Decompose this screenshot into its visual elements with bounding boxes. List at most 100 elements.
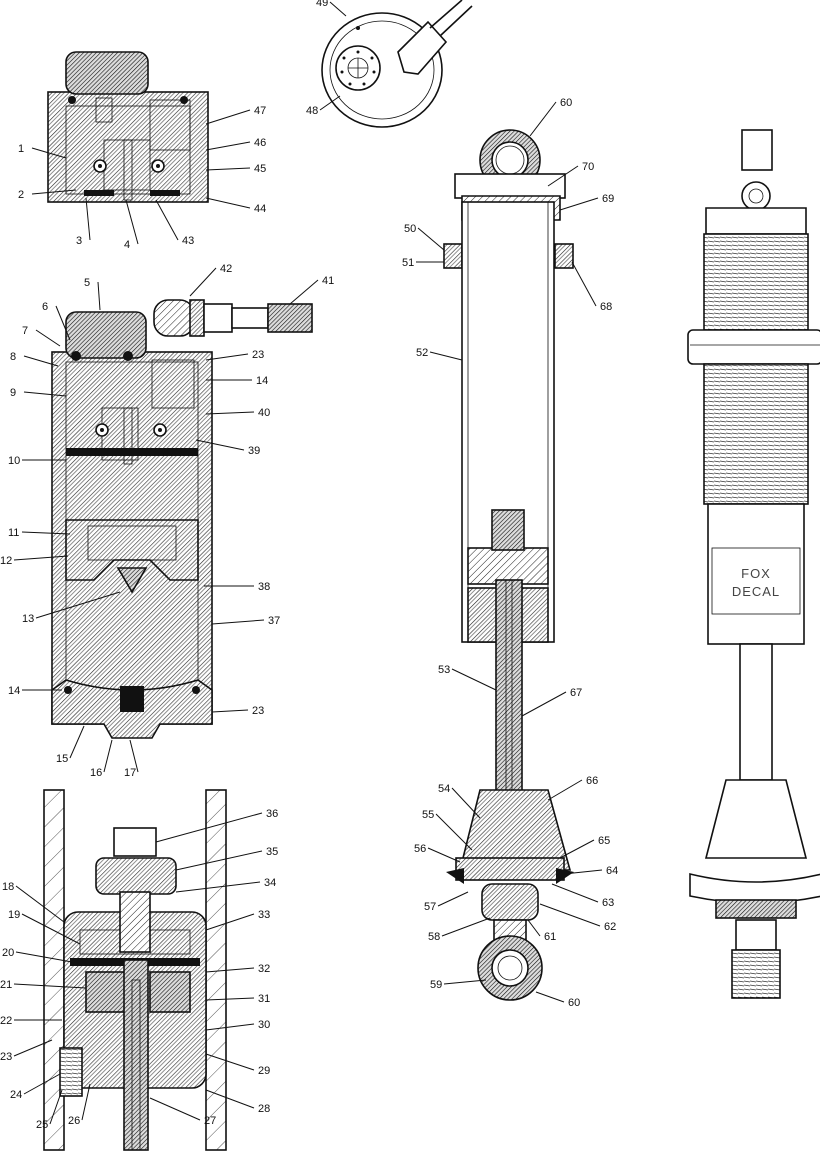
callout-5: 5 [84, 277, 90, 289]
leader-line [13, 1039, 53, 1057]
callout-12: 12 [0, 555, 12, 567]
callout-23: 23 [252, 349, 264, 361]
leader-line [205, 997, 255, 1001]
leader-line [23, 1073, 61, 1095]
callout-69: 69 [602, 193, 614, 205]
callout-29: 29 [258, 1065, 270, 1077]
leader-line [23, 355, 59, 367]
callout-28: 28 [258, 1103, 270, 1115]
callout-4: 4 [124, 239, 130, 251]
leader-line [149, 1097, 201, 1121]
callout-63: 63 [602, 897, 614, 909]
callout-43: 43 [182, 235, 194, 247]
callout-51: 51 [402, 257, 414, 269]
callout-39: 39 [248, 445, 260, 457]
callout-47: 47 [254, 105, 266, 117]
callout-55: 55 [422, 809, 434, 821]
callout-61: 61 [544, 931, 556, 943]
callout-7: 7 [22, 325, 28, 337]
callout-66: 66 [586, 775, 598, 787]
leader-line [21, 531, 71, 535]
callout-36: 36 [266, 808, 278, 820]
callout-11: 11 [8, 527, 19, 539]
callout-44: 44 [254, 203, 266, 215]
callout-68: 68 [600, 301, 612, 313]
leader-line [521, 691, 567, 717]
callout-14: 14 [8, 685, 20, 697]
leader-line [435, 813, 473, 851]
callout-23: 23 [0, 1051, 12, 1063]
callout-2: 2 [18, 189, 24, 201]
leader-line [35, 329, 61, 347]
leader-line [205, 109, 251, 125]
shock-body-section [443, 129, 574, 1001]
leader-line [205, 1089, 255, 1109]
callout-50: 50 [404, 223, 416, 235]
leader-line [103, 739, 113, 773]
leader-line [205, 197, 251, 209]
leader-line [205, 141, 251, 151]
leader-line [551, 883, 599, 903]
callout-65: 65 [598, 835, 610, 847]
callout-18: 18 [2, 881, 14, 893]
callout-20: 20 [2, 947, 14, 959]
adjuster-knob-view [321, 0, 473, 128]
leader-line [81, 1083, 91, 1121]
callout-64: 64 [606, 865, 618, 877]
callout-6: 6 [42, 301, 48, 313]
callout-16: 16 [90, 767, 102, 779]
callout-33: 33 [258, 909, 270, 921]
leader-line [571, 261, 597, 307]
leader-line [319, 95, 341, 111]
leader-line [97, 281, 101, 311]
callout-14: 14 [256, 375, 268, 387]
callout-40: 40 [258, 407, 270, 419]
callout-15: 15 [56, 753, 68, 765]
leader-line [559, 197, 599, 211]
reservoir-section [51, 299, 313, 739]
leader-line [189, 267, 217, 297]
piston-valve-section [43, 789, 227, 1151]
callout-27: 27 [204, 1115, 216, 1127]
callout-3: 3 [76, 235, 82, 247]
leader-line [563, 869, 603, 875]
leader-line [547, 779, 583, 801]
callout-22: 22 [0, 1015, 12, 1027]
leader-line [451, 668, 497, 691]
callout-35: 35 [266, 846, 278, 858]
leader-line [205, 967, 255, 973]
leader-line [441, 917, 491, 937]
callout-38: 38 [258, 581, 270, 593]
callout-37: 37 [268, 615, 280, 627]
leader-line [35, 591, 121, 619]
leader-line [21, 913, 81, 945]
callout-58: 58 [428, 931, 440, 943]
leader-line [23, 391, 67, 397]
leader-line [205, 411, 255, 415]
callout-56: 56 [414, 843, 426, 855]
callout-24: 24 [10, 1089, 22, 1101]
callout-21: 21 [0, 979, 12, 991]
callout-49: 49 [316, 0, 328, 9]
leader-line [205, 167, 251, 171]
leader-line [429, 351, 463, 361]
callout-1: 1 [18, 143, 24, 155]
callout-32: 32 [258, 963, 270, 975]
callout-53: 53 [438, 664, 450, 676]
leader-line [547, 165, 579, 187]
leader-line [31, 189, 77, 195]
leader-line [417, 227, 445, 251]
callout-67: 67 [570, 687, 582, 699]
leader-line [15, 885, 65, 923]
leader-line [329, 1, 347, 17]
callout-52: 52 [416, 347, 428, 359]
callout-59: 59 [430, 979, 442, 991]
callout-9: 9 [10, 387, 16, 399]
callout-57: 57 [424, 901, 436, 913]
leader-line [559, 839, 595, 859]
leader-line [15, 951, 73, 963]
callout-48: 48 [306, 105, 318, 117]
leader-line [175, 850, 263, 871]
leader-line [155, 812, 263, 843]
